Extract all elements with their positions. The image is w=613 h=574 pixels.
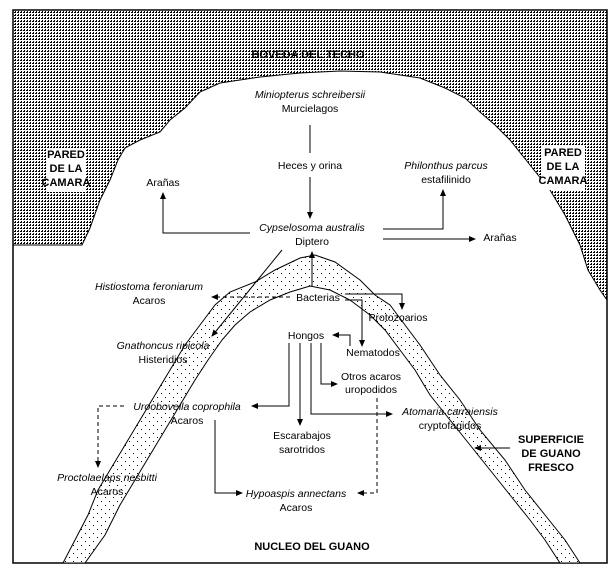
svg-text:PARED: PARED bbox=[47, 149, 85, 161]
node-protozoa: Protozoarios bbox=[369, 312, 428, 324]
svg-text:CAMARA: CAMARA bbox=[539, 175, 588, 187]
edge-bacteria-protozoa bbox=[345, 293, 405, 310]
left-wall-label: PARED DE LA CAMARA bbox=[42, 148, 91, 192]
edge-nematodes-fungi bbox=[332, 332, 351, 346]
svg-text:SUPERFICIE: SUPERFICIE bbox=[518, 434, 584, 446]
edge-fungi-other-mites bbox=[320, 343, 338, 387]
svg-text:PARED: PARED bbox=[544, 147, 582, 159]
edge-diptera-staphylinid bbox=[383, 189, 446, 230]
right-wall-label: PARED DE LA CAMARA bbox=[539, 146, 588, 190]
svg-text:estafilinido: estafilinido bbox=[421, 174, 471, 186]
node-gnathoncus: Gnathoncus ripicola Histeridios bbox=[117, 340, 210, 366]
edge-fungi-atomaria bbox=[310, 343, 393, 417]
svg-text:Acaros: Acaros bbox=[280, 502, 313, 514]
svg-text:Acaros: Acaros bbox=[171, 415, 204, 427]
svg-text:Cypselosoma australis: Cypselosoma australis bbox=[259, 222, 365, 234]
svg-text:cryptofagidos: cryptofagidos bbox=[419, 420, 481, 432]
node-uroobovella: Uroobovella coprophila Acaros bbox=[133, 401, 241, 427]
svg-text:DE GUANO: DE GUANO bbox=[521, 448, 581, 460]
cave-ceiling-region bbox=[12, 9, 608, 302]
svg-text:Uroobovella coprophila: Uroobovella coprophila bbox=[133, 401, 241, 413]
svg-text:Otros acaros: Otros acaros bbox=[341, 371, 401, 383]
svg-text:Atomaria carraiensis: Atomaria carraiensis bbox=[401, 406, 498, 418]
node-spiders-left: Arañas bbox=[146, 177, 179, 189]
edge-bacteria-nematodes bbox=[345, 299, 365, 347]
svg-text:Acaros: Acaros bbox=[91, 486, 124, 498]
node-atomaria: Atomaria carraiensis cryptofagidos bbox=[401, 406, 498, 432]
svg-text:Miniopterus schreibersii: Miniopterus schreibersii bbox=[255, 89, 366, 101]
svg-text:DE LA: DE LA bbox=[547, 161, 580, 173]
node-bats: Miniopterus schreibersii Murcielagos bbox=[255, 89, 366, 115]
node-bacteria: Bacterias bbox=[296, 292, 340, 304]
node-other-mites: Otros acaros uropodidos bbox=[341, 371, 401, 396]
svg-text:Philonthus parcus: Philonthus parcus bbox=[404, 160, 488, 172]
edge-diptera-gnathoncus bbox=[211, 249, 283, 337]
svg-text:FRESCO: FRESCO bbox=[528, 462, 574, 474]
ceiling-label: BOVEDA DEL TECHO bbox=[251, 49, 365, 61]
edge-uroobovella-hypoaspis bbox=[214, 420, 243, 496]
svg-text:Gnathoncus ripicola: Gnathoncus ripicola bbox=[117, 340, 210, 352]
svg-text:CAMARA: CAMARA bbox=[42, 177, 91, 189]
node-fungi: Hongos bbox=[288, 330, 324, 342]
node-histiostoma: Histiostoma feroniarum Acaros bbox=[95, 281, 203, 307]
edge-uroobovella-proctolaelaps bbox=[95, 405, 124, 468]
edge-other-mites-hypoaspis bbox=[357, 398, 378, 496]
edge-fungi-uroobovella bbox=[251, 343, 290, 409]
svg-text:Escarabajos: Escarabajos bbox=[273, 430, 331, 442]
svg-text:uropodidos: uropodidos bbox=[345, 384, 397, 396]
svg-text:Diptero: Diptero bbox=[295, 236, 329, 248]
svg-text:Histeridios: Histeridios bbox=[138, 354, 187, 366]
svg-text:Hypoaspis annectans: Hypoaspis annectans bbox=[246, 488, 347, 500]
svg-text:DE LA: DE LA bbox=[50, 163, 83, 175]
node-beetles: Escarabajos sarotridos bbox=[273, 430, 331, 456]
node-nematodes: Nematodos bbox=[346, 347, 400, 359]
svg-text:sarotridos: sarotridos bbox=[279, 444, 325, 456]
svg-text:Murcielagos: Murcielagos bbox=[282, 103, 339, 115]
node-spiders-right: Arañas bbox=[483, 232, 516, 244]
node-hypoaspis: Hypoaspis annectans Acaros bbox=[246, 488, 347, 514]
guano-surface-label: SUPERFICIE DE GUANO FRESCO bbox=[518, 434, 584, 474]
svg-text:Proctolaelaps nesbitti: Proctolaelaps nesbitti bbox=[57, 472, 157, 484]
edge-diptera-spiders-left bbox=[160, 192, 250, 234]
guano-core-label: NUCLEO DEL GUANO bbox=[254, 541, 370, 553]
svg-text:Histiostoma feroniarum: Histiostoma feroniarum bbox=[95, 281, 203, 293]
node-staphylinid: Philonthus parcus estafilinido bbox=[404, 160, 488, 186]
node-feces: Heces y orina bbox=[278, 160, 342, 172]
guano-surface-band bbox=[62, 254, 581, 564]
node-diptera: Cypselosoma australis Diptero bbox=[259, 222, 365, 248]
node-proctolaelaps: Proctolaelaps nesbitti Acaros bbox=[57, 472, 157, 498]
svg-text:Acaros: Acaros bbox=[133, 295, 166, 307]
diagram-frame bbox=[12, 9, 608, 564]
